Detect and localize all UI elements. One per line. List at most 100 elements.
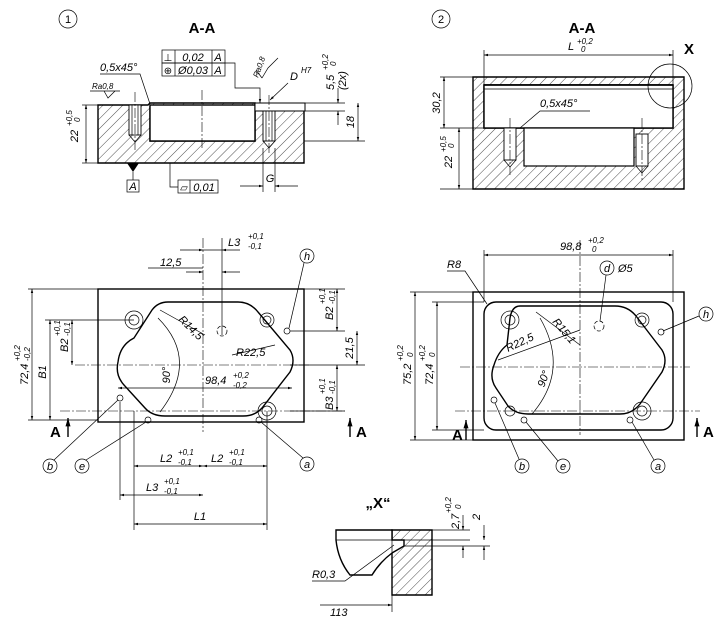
view-3-l1: L1 — [194, 511, 206, 523]
view-3-b2-right: B2 — [324, 307, 336, 320]
view-3-dim-12: 12,5 — [160, 257, 182, 269]
view-4-angle: 90° — [536, 369, 553, 389]
tol-perp-symbol: ⊥ — [164, 53, 173, 64]
view-3-l2-right: L2 — [211, 453, 223, 465]
view-2-section: 2 A-A L +0,2 0 X 30,2 — [431, 9, 694, 190]
view-3-pin-a — [255, 416, 263, 424]
view-1-height: 22 — [69, 130, 81, 143]
view-3-l3: L3 — [228, 237, 241, 249]
datum-a-box — [126, 179, 140, 193]
view-3-l2-left-tol-lower: -0,1 — [178, 458, 192, 467]
detail-x-ref: X — [684, 41, 694, 58]
view-3-r22: R22,5 — [236, 347, 266, 359]
tol-perp-value: 0,02 — [182, 52, 203, 64]
view-3-dim-72-tol-lower: -0,2 — [23, 347, 32, 361]
view-4-pocket-contour — [491, 305, 666, 415]
view-4-dim-98-tol-upper: +0,2 — [588, 236, 604, 245]
depth-55-tol-lower: 0 — [329, 61, 338, 66]
view-4-dim-75-tol-lower: 0 — [406, 352, 415, 357]
view-4-dim-98-tol-lower: 0 — [592, 245, 597, 254]
view-3-pin-e — [144, 416, 152, 424]
view-3-b2-left-tol-upper: +0,1 — [53, 320, 62, 336]
view-3-sec-a-right: A — [356, 424, 367, 441]
view-3-bore-top-right — [259, 312, 275, 328]
view-3-label-e: e — [79, 461, 85, 473]
flatness-value: 0,01 — [193, 182, 214, 194]
view-3-pin-h — [283, 327, 291, 335]
tol-pos-value: Ø0,03 — [177, 65, 209, 77]
geometric-tolerance-frames: ⊥ 0,02 A ⊕ Ø0,03 A — [161, 49, 262, 103]
view-1-number: 1 — [65, 14, 71, 26]
view-4-dim-72: 72,4 — [424, 364, 436, 385]
depth-55-tol-upper: +0,2 — [321, 54, 330, 70]
view-3-l2-left-tol-upper: +0,1 — [178, 448, 194, 457]
view-3-l2-left: L2 — [160, 453, 172, 465]
view-3-l3-bottom-tol-lower: -0,1 — [164, 487, 178, 496]
view-4-inner — [483, 301, 674, 431]
view-2-chamfer: 0,5x45° — [540, 98, 578, 110]
view-4-label-d: d — [604, 263, 611, 275]
detail-title: „X“ — [365, 495, 390, 512]
view-2-height-tol-lower: 0 — [447, 143, 456, 148]
view-4-plan: R8 98,8 +0,2 0 d Ø5 h R15,1 R22,5 90° — [396, 236, 714, 474]
view-3-b3: B3 — [324, 396, 336, 410]
view-4-label-a: a — [655, 461, 661, 473]
detail-dim-27-tol-lower: 0 — [454, 504, 463, 509]
bore-fit: H7 — [301, 66, 312, 75]
view-2-lower-pocket — [523, 127, 635, 167]
view-4-pin-h — [657, 328, 665, 336]
view-1-height-tol-lower: 0 — [73, 117, 82, 122]
view-1-number-circle — [58, 9, 78, 29]
view-1-section: 1 A-A A ▱ 0,01 — [58, 9, 365, 194]
view-3-l3-tol-upper: +0,1 — [248, 232, 264, 241]
view-3-dim-98: 98,4 — [205, 375, 226, 387]
view-4-sec-a-left: A — [452, 427, 463, 444]
view-2-title: A-A — [569, 20, 596, 37]
detail-x: „X“ 2,7 +0,2 0 2 R0,3 113 — [312, 495, 490, 619]
view-4-label-b: b — [519, 461, 525, 473]
view-1-counterbore — [254, 102, 306, 112]
view-3-b1: B1 — [37, 365, 49, 378]
view-3-l2-right-tol-upper: +0,1 — [229, 448, 245, 457]
flatness-symbol: ▱ — [180, 183, 188, 194]
view-1-chamfer: 0,5x45° — [100, 62, 138, 74]
view-2-number: 2 — [438, 14, 444, 26]
datum-triangle — [127, 163, 139, 172]
datum-a-label: A — [128, 181, 136, 193]
view-1-height-tol-upper: +0,5 — [65, 110, 74, 126]
view-2-length: L — [568, 41, 574, 53]
view-3-pocket-contour — [116, 301, 294, 417]
view-3-outline — [97, 288, 305, 423]
tol-perp-datum: A — [213, 52, 221, 64]
view-4-pin-a — [626, 416, 634, 424]
view-1-pocket — [149, 104, 256, 142]
view-4-outer — [472, 291, 685, 441]
view-3-b2-right-tol-upper: +0,1 — [318, 288, 327, 304]
view-2-height: 22 — [443, 156, 455, 169]
view-3-b2-left-tol-lower: -0,1 — [63, 322, 72, 336]
detail-ledge — [335, 529, 405, 576]
view-3-dim-98-tol-lower: -0,2 — [233, 381, 247, 390]
view-3-sec-a-left: A — [50, 424, 61, 441]
view-4-center-bore — [593, 320, 605, 332]
depth-count: (2x) — [337, 71, 349, 90]
detail-dim-27: 2,7 — [450, 513, 462, 530]
view-4-dim-98: 98,8 — [560, 241, 582, 253]
view-3-r14: R14,5 — [176, 314, 206, 344]
detail-r03: R0,3 — [312, 569, 336, 581]
view-2-length-tol-lower: 0 — [581, 45, 586, 54]
view-1-title: A-A — [189, 20, 216, 37]
view-2-pocket — [483, 84, 674, 129]
view-3-plan: L3 +0,1 -0,1 12,5 h B2 +0,1 -0,1 21,5 B3 — [13, 232, 367, 530]
view-4-bore-top-left — [500, 310, 520, 330]
view-4-pin-b — [490, 396, 498, 404]
view-4-d5: Ø5 — [617, 263, 634, 275]
view-3-label-a: a — [304, 459, 310, 471]
view-3-l3-bottom-tol-upper: +0,1 — [164, 477, 180, 486]
view-3-l3-tol-lower: -0,1 — [248, 242, 262, 251]
view-3-dim-21: 21,5 — [344, 336, 356, 359]
view-3-l2-right-tol-lower: -0,1 — [229, 458, 243, 467]
view-4-pin-e — [520, 416, 528, 424]
tol-pos-symbol: ⊕ — [164, 66, 172, 77]
